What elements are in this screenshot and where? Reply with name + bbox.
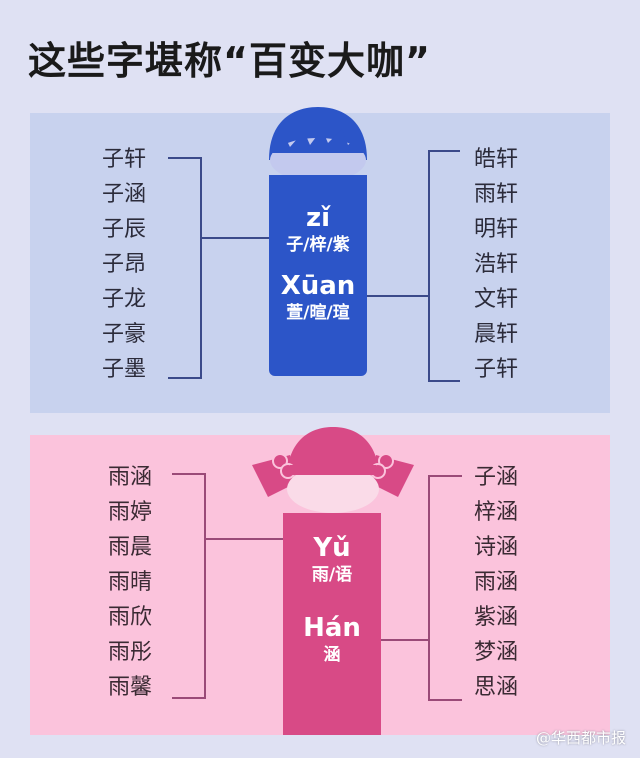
list-item: 浩轩 <box>474 252 519 277</box>
list-item: 思涵 <box>474 675 519 700</box>
connector-line <box>367 295 429 297</box>
syllable2-chars: 萱/暄/瑄 <box>286 303 350 323</box>
syllable2-pinyin: Hán <box>303 613 361 643</box>
boy-right-name-list: 皓轩 雨轩 明轩 浩轩 文轩 晨轩 子轩 <box>474 142 518 387</box>
list-item: 子涵 <box>102 182 147 207</box>
list-item: 子轩 <box>474 357 519 382</box>
left-bracket <box>168 157 202 379</box>
list-item: 文轩 <box>474 287 519 312</box>
list-item: 雨晨 <box>108 535 153 560</box>
page-title: 这些字堪称“百变大咖” <box>28 39 431 83</box>
syllable2-pinyin: Xūan <box>280 271 356 301</box>
girl-right-name-list: 子涵 梓涵 诗涵 雨涵 紫涵 梦涵 思涵 <box>474 460 518 705</box>
list-item: 梓涵 <box>474 500 519 525</box>
boy-hair-icon <box>269 107 367 175</box>
girl-left-name-list: 雨涵 雨婷 雨晨 雨晴 雨欣 雨彤 雨馨 <box>108 460 152 705</box>
syllable1-pinyin: zǐ <box>305 203 331 233</box>
list-item: 雨轩 <box>474 182 519 207</box>
syllable1-pinyin: Yǔ <box>313 533 351 563</box>
watermark: @华西都市报 <box>535 729 626 747</box>
list-item: 子涵 <box>474 465 519 490</box>
connector-line <box>206 538 283 540</box>
list-item: 雨彤 <box>108 640 153 665</box>
list-item: 梦涵 <box>474 640 519 665</box>
syllable1-chars: 雨/语 <box>311 565 353 585</box>
connector-line <box>381 639 429 641</box>
list-item: 子墨 <box>102 357 147 382</box>
list-item: 雨婷 <box>108 500 153 525</box>
list-item: 子豪 <box>102 322 147 347</box>
list-item: 子辰 <box>102 217 147 242</box>
list-item: 雨涵 <box>474 570 519 595</box>
list-item: 诗涵 <box>474 535 519 560</box>
right-bracket <box>428 475 462 701</box>
list-item: 紫涵 <box>474 605 519 630</box>
list-item: 子昂 <box>102 252 147 277</box>
list-item: 子轩 <box>102 147 147 172</box>
list-item: 子龙 <box>102 287 147 312</box>
syllable1-chars: 子/梓/紫 <box>286 235 350 255</box>
girl-syllable-tag: Yǔ 雨/语 Hán 涵 <box>283 513 381 735</box>
connector-line <box>202 237 269 239</box>
list-item: 雨涵 <box>108 465 153 490</box>
list-item: 雨欣 <box>108 605 153 630</box>
list-item: 雨馨 <box>108 675 153 700</box>
boy-names-panel: 子轩 子涵 子辰 子昂 子龙 子豪 子墨 zǐ 子/梓/紫 Xūan 萱/暄/瑄… <box>30 107 610 413</box>
girl-names-panel: 雨涵 雨婷 雨晨 雨晴 雨欣 雨彤 雨馨 Yǔ 雨/语 Hán 涵 子涵 梓涵 … <box>30 427 610 735</box>
list-item: 明轩 <box>474 217 519 242</box>
list-item: 皓轩 <box>474 147 519 172</box>
list-item: 晨轩 <box>474 322 519 347</box>
list-item: 雨晴 <box>108 570 153 595</box>
syllable2-chars: 涵 <box>323 645 341 665</box>
boy-syllable-tag: zǐ 子/梓/紫 Xūan 萱/暄/瑄 <box>269 175 367 376</box>
left-bracket <box>172 473 206 699</box>
boy-left-name-list: 子轩 子涵 子辰 子昂 子龙 子豪 子墨 <box>102 142 146 387</box>
girl-hair-icon <box>252 427 414 513</box>
right-bracket <box>428 150 460 382</box>
